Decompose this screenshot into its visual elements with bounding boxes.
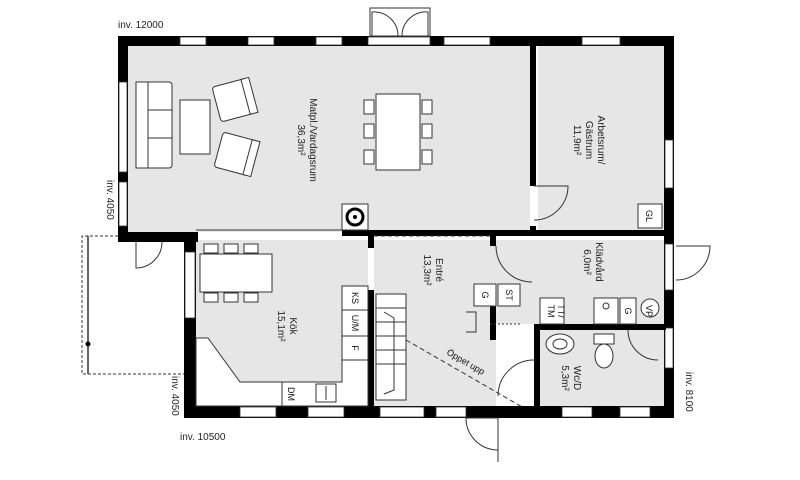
room-laundry: Klädvård 6,0m² xyxy=(581,242,605,281)
level-top: inv. 12000 xyxy=(118,20,164,31)
fixture-st: ST xyxy=(504,289,514,301)
fixture-g-entry: G xyxy=(480,291,490,298)
windows xyxy=(118,36,674,418)
room-living-area: 36,3m² xyxy=(295,124,306,156)
room-kitchen-name: Kök xyxy=(287,317,298,335)
gl-box xyxy=(637,203,663,229)
level-right: inv. 8100 xyxy=(683,372,694,412)
kitchen-table xyxy=(199,243,273,303)
armchair-bottom xyxy=(214,132,261,178)
room-wc-area: 5,3m² xyxy=(559,365,570,391)
room-entry: Entré 13,3m² xyxy=(421,254,444,286)
room-wc-name: Wc/D xyxy=(571,366,582,390)
floor-fills xyxy=(128,46,666,408)
room-wc: Wc/D 5,3m² xyxy=(559,365,582,391)
interior-walls xyxy=(342,46,666,410)
room-living: Matpl./Vardagsrum 36,3m² xyxy=(295,98,318,182)
room-office-name-2: Gästrum xyxy=(583,121,594,159)
room-office-area: 11,9m² xyxy=(571,125,582,156)
fireplace xyxy=(341,203,369,231)
level-bottom-left: inv. 10500 xyxy=(180,432,226,443)
room-office-name-1: Arbetsrum/ xyxy=(595,116,606,165)
side-door-left[interactable] xyxy=(135,241,163,269)
kitchen-counters xyxy=(195,285,369,407)
level-left: inv. 4050 xyxy=(104,180,115,220)
sofa xyxy=(135,81,173,169)
coffee-table xyxy=(179,99,211,155)
patio-door[interactable] xyxy=(369,7,431,37)
entry-closets xyxy=(466,283,522,333)
dining-table xyxy=(363,93,433,171)
room-kitchen: Kök 15,1m² xyxy=(275,310,298,342)
staircase xyxy=(375,293,525,409)
fixture-f: F xyxy=(350,345,360,351)
fixture-g-laundry: G xyxy=(623,307,633,314)
room-living-name: Matpl./Vardagsrum xyxy=(307,98,318,182)
fixture-vp: VP xyxy=(644,305,654,317)
room-office: Arbetsrum/ Gästrum 11,9m² xyxy=(571,116,606,165)
front-door[interactable] xyxy=(465,417,499,462)
room-entry-area: 13,3m² xyxy=(421,254,432,286)
fixture-ks: KS xyxy=(350,292,360,304)
room-entry-name: Entré xyxy=(433,258,444,282)
bathroom-fixtures xyxy=(545,333,615,369)
room-laundry-name: Klädvård xyxy=(593,242,605,281)
fixture-tt: TT/ xyxy=(556,304,566,318)
side-door-right[interactable] xyxy=(675,245,711,281)
interior-doors xyxy=(495,185,659,397)
fixture-gl: GL xyxy=(644,210,654,222)
terrace-outline xyxy=(81,235,184,375)
level-lower-left: inv. 4050 xyxy=(169,376,180,416)
room-laundry-area: 6,0m² xyxy=(581,249,592,275)
fixture-dm: DM xyxy=(286,387,296,401)
laundry-fixtures xyxy=(539,297,660,325)
fixture-tm: TM xyxy=(546,305,556,318)
room-kitchen-area: 15,1m² xyxy=(275,310,286,342)
armchair-top xyxy=(212,76,259,122)
fixture-um: U/M xyxy=(350,315,360,332)
